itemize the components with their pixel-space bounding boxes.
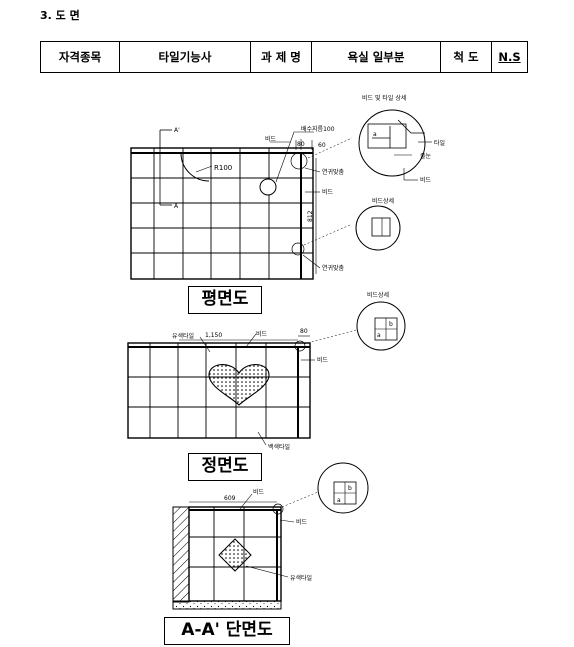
task-value: 욕실 일부분 (311, 41, 441, 73)
plan-annotations: A' A R100 비드 배수지름100 80 60 연귀맞춤 비드 812 연… (174, 94, 445, 272)
front-view-label: 정면도 (188, 453, 262, 481)
detail1-title: 비드 및 타일 상세 (362, 94, 406, 102)
task-label: 과 제 명 (250, 41, 312, 73)
dim-80-front: 80 (300, 328, 308, 335)
section-mark: A (174, 203, 179, 210)
front-colored-tile: 유색타일 (172, 332, 194, 340)
front-bead-top: 비드 (256, 330, 268, 338)
front-detail-b: b (389, 321, 393, 328)
radius-label: R100 (214, 164, 232, 172)
front-view (127, 301, 406, 446)
section-bead-top: 비드 (253, 488, 265, 496)
section-view (172, 462, 369, 610)
bead-callout-top: 비드 (265, 135, 277, 143)
section-annotations: 609 비드 비드 유색타일 a b (224, 485, 352, 582)
corner-label-bottom: 연귀맞춤 (322, 264, 345, 272)
qual-value: 타일기능사 (119, 41, 251, 73)
dim-60-plan: 60 (318, 142, 326, 149)
front-annotations: 유색타일 1,150 비드 80 비드 백색타일 비드상세 a b (172, 291, 393, 451)
dim-812: 812 (307, 210, 314, 222)
detail2-title: 비드상세 (372, 197, 394, 205)
detail1-a: a (373, 131, 377, 138)
front-detail-title: 비드상세 (367, 291, 389, 299)
detail1-bead: 비드 (420, 176, 432, 184)
section-detail-b: b (348, 485, 352, 492)
dim-1150: 1,150 (205, 332, 222, 339)
section-mark-prime: A' (174, 127, 180, 134)
drain-label: 배수지름100 (301, 125, 335, 133)
corner-label: 연귀맞춤 (322, 168, 345, 176)
front-white-tile: 백색타일 (268, 443, 290, 451)
plan-view-label: 평면도 (188, 286, 262, 314)
bead-side-plan: 비드 (322, 188, 334, 196)
scale-value: N.S (491, 41, 528, 73)
section-bead-side: 비드 (296, 518, 308, 526)
dim-80-plan: 80 (297, 141, 305, 148)
detail1-joint: 줄눈 (420, 153, 432, 160)
section-detail-a: a (337, 497, 341, 504)
section-view-label: A-A' 단면도 (164, 617, 290, 645)
section-colored-tile: 유색타일 (290, 574, 312, 582)
dim-609: 609 (224, 495, 236, 502)
info-table: 자격종목 타일기능사 과 제 명 욕실 일부분 척 도 N.S (40, 41, 528, 73)
detail1-tile: 타일 (434, 139, 445, 147)
front-detail-a: a (377, 332, 381, 339)
front-bead-side: 비드 (317, 356, 329, 364)
section-heading: 3. 도 면 (40, 9, 80, 22)
plan-view (130, 109, 432, 280)
qual-label: 자격종목 (40, 41, 120, 73)
